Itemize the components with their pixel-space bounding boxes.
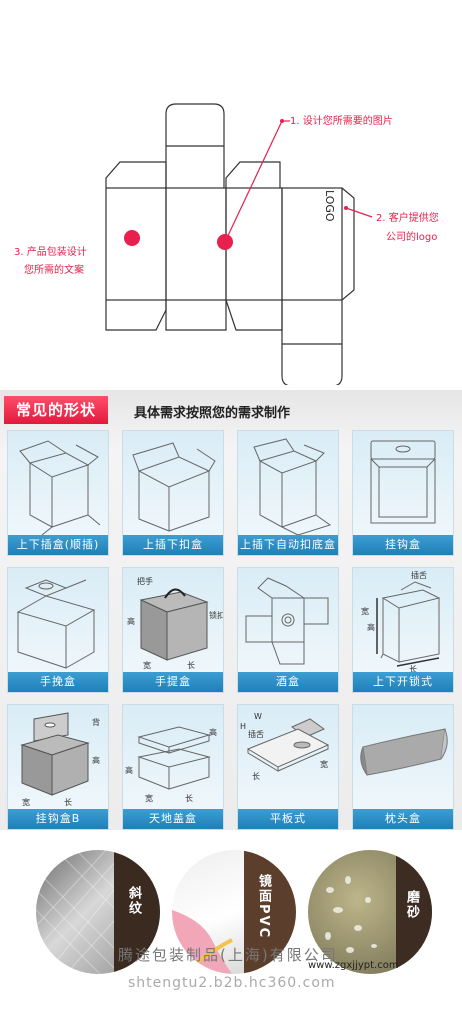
box-type-label: 酒盒 xyxy=(238,672,338,692)
box-type-label: 天地盖盒 xyxy=(123,809,223,829)
svg-text:H: H xyxy=(240,722,246,731)
svg-text:插舌: 插舌 xyxy=(248,729,264,739)
box-type-label: 上插下扣盒 xyxy=(123,535,223,555)
box-type-card[interactable]: 挂钩盒 xyxy=(352,430,454,556)
section-subtitle: 具体需求按照您的需求制作 xyxy=(134,406,291,421)
svg-text:高: 高 xyxy=(209,727,217,737)
hang-tab-box-icon xyxy=(370,440,436,524)
annotation-2-line2: 公司的logo xyxy=(386,232,438,243)
box-dieline-diagram: LOGO 1. 设计您所需要的图片 2. 客户提供您 公司的logo 3. 产品… xyxy=(0,0,462,387)
svg-text:长: 长 xyxy=(409,664,417,672)
box-type-label: 上下开锁式 xyxy=(353,672,453,692)
dieline-logo-text: LOGO xyxy=(323,190,336,222)
svg-text:背: 背 xyxy=(92,717,100,727)
box-type-label: 上插下自动扣底盒 xyxy=(238,535,338,555)
company-name: 腾途包装制品(上海)有限公司 xyxy=(118,946,338,964)
svg-text:高: 高 xyxy=(125,765,133,775)
box-type-label: 枕头盒 xyxy=(353,809,453,829)
box-type-label: 手挽盒 xyxy=(8,672,108,692)
svg-text:宽: 宽 xyxy=(22,797,30,807)
mirror-pvc-material-sample: 镜面PVC xyxy=(172,850,296,974)
svg-text:长: 长 xyxy=(185,793,193,803)
box-type-card[interactable]: 枕头盒 xyxy=(352,704,454,830)
svg-text:W: W xyxy=(254,712,262,721)
svg-text:高: 高 xyxy=(92,755,100,765)
svg-text:高: 高 xyxy=(127,616,135,626)
annotation-dot-3 xyxy=(124,230,140,246)
flat-box-icon: W H 插舌 长 宽 xyxy=(240,712,330,781)
annotation-3-line1: 3. 产品包装设计 xyxy=(14,247,87,258)
svg-text:宽: 宽 xyxy=(361,606,369,616)
pillow-box-icon xyxy=(360,728,448,776)
svg-text:长: 长 xyxy=(64,797,72,807)
box-type-card[interactable]: 背 高 宽 长 挂钩盒B xyxy=(7,704,109,830)
box-type-card[interactable]: 把手 高 锁扣 宽 长 手提盒 xyxy=(122,567,224,693)
section-title: 常见的形状 xyxy=(4,396,108,424)
svg-text:插舌: 插舌 xyxy=(411,570,427,580)
handle-box-icon xyxy=(16,579,96,669)
box-type-label: 上下插盒(顺插) xyxy=(8,535,108,555)
tuck-lock-box-icon xyxy=(132,442,216,532)
svg-text:宽: 宽 xyxy=(143,660,151,670)
box-type-label: 挂钩盒B xyxy=(8,809,108,829)
box-type-card[interactable]: W H 插舌 长 宽 平板式 xyxy=(237,704,339,830)
box-type-card[interactable]: 上插下自动扣底盒 xyxy=(237,430,339,556)
box-type-label: 挂钩盒 xyxy=(353,535,453,555)
box-type-card[interactable]: 手挽盒 xyxy=(7,567,109,693)
svg-text:高: 高 xyxy=(367,622,375,632)
svg-text:宽: 宽 xyxy=(320,759,328,769)
materials-section: 斜纹 镜面PVC 磨砂 xyxy=(0,840,462,1024)
auto-bottom-box-icon xyxy=(253,438,332,535)
svg-text:锁扣: 锁扣 xyxy=(209,610,223,620)
tuck-end-box-icon xyxy=(19,440,101,535)
svg-text:长: 长 xyxy=(252,771,260,781)
material-label: 磨砂 xyxy=(404,890,419,920)
site-url[interactable]: shtengtu2.b2b.hc360.com xyxy=(128,975,336,991)
watermark-text: www.zgxjjypt.com xyxy=(308,960,399,971)
annotation-dot-1 xyxy=(217,234,233,250)
box-type-card[interactable]: 高 高 宽 长 天地盖盒 xyxy=(122,704,224,830)
box-type-card[interactable]: 上插下扣盒 xyxy=(122,430,224,556)
box-types-section: 常见的形状 具体需求按照您的需求制作 上下插盒(顺插) 上插 xyxy=(0,390,462,830)
frosted-material-sample: 磨砂 xyxy=(308,850,432,974)
svg-text:长: 长 xyxy=(187,660,195,670)
lid-and-base-box-icon: 高 高 宽 长 xyxy=(125,726,217,803)
twill-material-sample: 斜纹 xyxy=(36,850,160,974)
carry-box-icon: 把手 高 锁扣 宽 长 xyxy=(127,576,223,670)
svg-text:宽: 宽 xyxy=(145,793,153,803)
box-type-label: 平板式 xyxy=(238,809,338,829)
annotation-3-line2: 您所需的文案 xyxy=(24,265,84,276)
dieline-drawing: LOGO xyxy=(105,103,373,387)
box-type-card[interactable]: 插舌 宽 高 长 上下开锁式 xyxy=(352,567,454,693)
wine-box-icon xyxy=(245,577,329,665)
annotation-1: 1. 设计您所需要的图片 xyxy=(290,116,393,127)
hang-tab-box-b-icon: 背 高 宽 长 xyxy=(20,712,100,807)
box-type-card[interactable]: 酒盒 xyxy=(237,567,339,693)
box-type-label: 手提盒 xyxy=(123,672,223,692)
svg-text:把手: 把手 xyxy=(137,576,153,586)
annotation-2-line1: 2. 客户提供您 xyxy=(376,213,439,224)
top-bottom-lock-box-icon: 插舌 宽 高 长 xyxy=(361,570,441,672)
material-label: 镜面PVC xyxy=(256,874,271,940)
box-type-card[interactable]: 上下插盒(顺插) xyxy=(7,430,109,556)
material-label: 斜纹 xyxy=(126,886,141,916)
